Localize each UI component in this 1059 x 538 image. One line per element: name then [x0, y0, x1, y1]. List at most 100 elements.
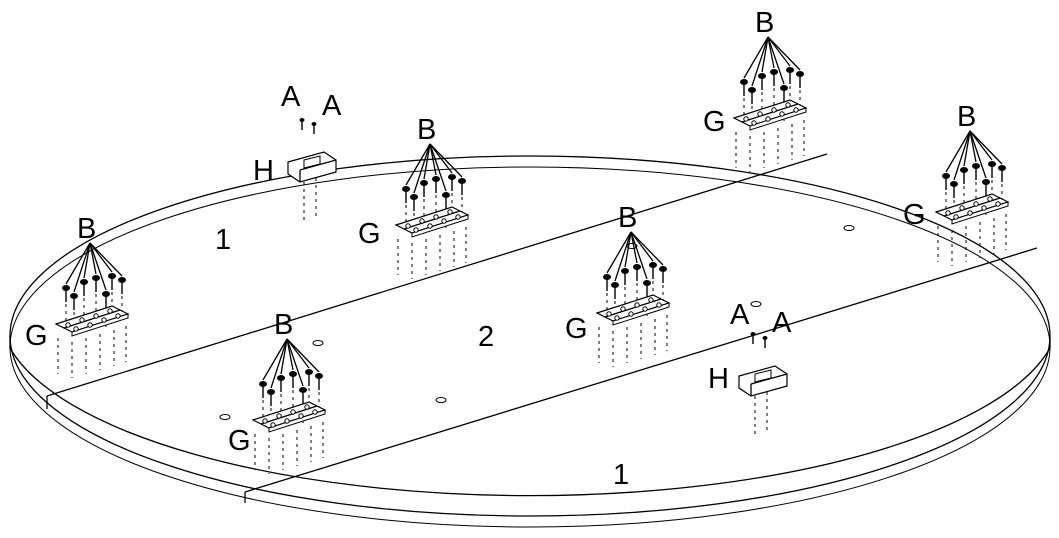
hinge-screw-hole — [441, 218, 447, 224]
leader-line — [423, 143, 431, 180]
hinge-screw-hole — [276, 413, 282, 419]
screw-head-icon — [988, 161, 996, 167]
leader-line — [969, 130, 977, 163]
hinge-screw-label: B — [274, 309, 293, 341]
small-screw-head-icon — [750, 332, 756, 336]
hinge-screw-hole — [953, 214, 959, 220]
clip-groups — [287, 118, 788, 434]
hinge-screw-hole — [290, 409, 296, 415]
hinge-edge — [268, 409, 326, 433]
hinge-screw-hole — [973, 201, 979, 207]
screw-head-icon — [458, 178, 466, 184]
screw-head-icon — [786, 67, 794, 73]
screw-head-icon — [780, 85, 788, 91]
screw-head-icon — [448, 174, 456, 180]
hinge-screw-hole — [779, 111, 785, 117]
screw-head-icon — [982, 179, 990, 185]
clip-channel — [303, 155, 321, 169]
leader-line — [89, 242, 97, 275]
hinge-screw-hole — [981, 205, 987, 211]
hinge-screw-label: B — [417, 114, 436, 146]
screw-head-icon — [305, 369, 313, 375]
screw-head-icon — [80, 279, 88, 285]
hinge-screw-hole — [771, 107, 777, 113]
hinge-screw-hole — [115, 313, 121, 319]
panel-label-right: 1 — [613, 459, 629, 491]
table-top-rim-bottom — [9, 336, 1051, 497]
table-top-surface — [9, 155, 1051, 517]
hinge-assembly — [54, 242, 130, 378]
clip-label: H — [708, 363, 729, 395]
screw-head-icon — [649, 262, 657, 268]
hinge-screw-hole — [606, 311, 612, 317]
screw-head-icon — [432, 176, 440, 182]
hinge-edge — [749, 107, 807, 131]
pilot-hole — [312, 340, 324, 346]
hinge-screw-hole — [995, 201, 1001, 207]
leader-line — [286, 338, 320, 373]
leader-line — [83, 242, 91, 279]
pilot-holes — [219, 225, 855, 420]
hinge-screw-label: B — [957, 101, 976, 133]
leader-line — [89, 242, 123, 277]
leader-line — [429, 143, 453, 174]
leader-line — [743, 36, 769, 79]
hinge-screw-hole — [967, 210, 973, 216]
leader-line — [429, 143, 437, 176]
hinge-screw-hole — [628, 311, 634, 317]
hinge-screw-hole — [793, 107, 799, 113]
hinge-screw-hole — [751, 120, 757, 126]
leader-line — [630, 231, 664, 266]
hinge-screw-hole — [959, 205, 965, 211]
table-top — [9, 155, 1051, 528]
panel-label-center: 2 — [478, 321, 494, 353]
hinge-edge — [612, 302, 670, 326]
hinge-assembly — [934, 130, 1010, 266]
screw-head-icon — [748, 87, 756, 93]
leader-line — [767, 36, 791, 67]
hinge-screw-hole — [765, 116, 771, 122]
leader-line — [630, 231, 654, 262]
screw-head-icon — [740, 79, 748, 85]
screw-head-icon — [92, 275, 100, 281]
leader-line — [767, 36, 775, 69]
screw-head-icon — [621, 268, 629, 274]
joint-left — [46, 153, 828, 397]
leader-line — [89, 242, 113, 273]
screw-head-icon — [420, 180, 428, 186]
hinge-labels: G B G B G B G B G B G B — [25, 7, 976, 457]
leader-line — [429, 143, 447, 192]
screw-head-icon — [770, 69, 778, 75]
screw-head-icon — [796, 71, 804, 77]
clip-labels: H A A H A A — [253, 81, 792, 395]
leader-line — [969, 130, 993, 161]
hinge-label: G — [228, 425, 251, 457]
pilot-hole — [435, 397, 447, 403]
leader-line — [286, 338, 304, 387]
screw-head-icon — [259, 381, 267, 387]
hinge-screw-hole — [270, 422, 276, 428]
leader-line — [606, 231, 632, 274]
hinge-screw-hole — [433, 214, 439, 220]
hinge-label: G — [703, 106, 726, 138]
hinge-screw-hole — [634, 302, 640, 308]
screw-head-icon — [402, 186, 410, 192]
hinge-assembly — [251, 338, 327, 474]
screw-head-icon — [299, 387, 307, 393]
leader-line — [963, 130, 971, 167]
hinge-screw-hole — [79, 317, 85, 323]
hinge-screw-hole — [614, 315, 620, 321]
pilot-hole — [219, 414, 231, 420]
hinge-label: G — [565, 313, 588, 345]
hinge-screw-hole — [107, 308, 113, 314]
small-screw-head-icon — [762, 336, 768, 340]
hinge-screw-hole — [405, 223, 411, 229]
hinge-edge — [411, 214, 469, 238]
screw-head-icon — [118, 277, 126, 283]
screw-head-icon — [942, 173, 950, 179]
screw-head-icon — [659, 266, 667, 272]
leader-line — [969, 130, 987, 179]
hinge-label: G — [25, 320, 48, 352]
screw-head-icon — [289, 371, 297, 377]
screw-head-icon — [611, 282, 619, 288]
